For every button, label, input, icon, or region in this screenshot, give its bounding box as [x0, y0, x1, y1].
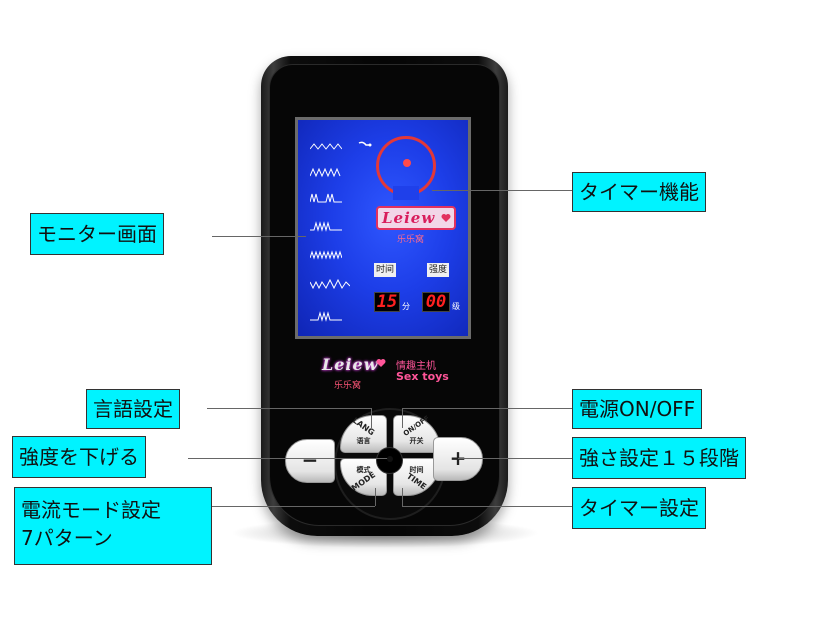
callout-increase: 強さ設定１５段階	[572, 437, 746, 479]
center-marker-dot	[387, 456, 393, 462]
minus-button[interactable]: −	[285, 439, 335, 483]
leader-timer-function	[432, 190, 572, 191]
heart-icon	[441, 214, 451, 222]
strength-display: 00	[422, 292, 450, 312]
brand-heart-icon	[376, 359, 386, 367]
lcd-screen: Leiew 乐乐窝 时间 强度 15 分 00 级	[295, 117, 471, 339]
wave-pattern-5-icon	[310, 250, 342, 260]
wave-pattern-4-icon	[310, 221, 342, 232]
time-button[interactable]: 时间 TIME	[393, 458, 440, 496]
time-unit: 分	[402, 302, 410, 311]
leader-timer-set	[402, 506, 572, 507]
leader-monitor	[212, 236, 306, 237]
wave-pattern-1-icon	[310, 143, 342, 150]
callout-timer-function: タイマー機能	[572, 172, 706, 212]
callout-mode-line2: 7パターン	[21, 526, 113, 550]
leader-language	[207, 408, 371, 409]
onoff-button[interactable]: ON/OFF 开关	[393, 414, 440, 453]
cable-icon	[358, 141, 372, 147]
time-label: 时间	[374, 263, 396, 277]
wave-pattern-3-icon	[310, 193, 342, 203]
wave-pattern-7-icon	[310, 311, 342, 322]
brand-tagline-en: Sex toys	[396, 370, 449, 383]
plus-button[interactable]: +	[433, 437, 483, 481]
screen-logo: Leiew	[376, 206, 456, 230]
callout-timer-set: タイマー設定	[572, 487, 706, 529]
callout-power: 電源ON/OFF	[572, 389, 703, 429]
callout-decrease: 強度を下げる	[12, 436, 146, 478]
brand-logo: Leiew	[322, 355, 386, 377]
brand-tagline-cn: 情趣主机	[396, 361, 436, 372]
wave-pattern-2-icon	[310, 167, 341, 178]
screen-logo-subtitle: 乐乐窝	[397, 235, 425, 245]
callout-language: 言語設定	[86, 389, 180, 429]
brand-subtitle: 乐乐窝	[334, 381, 362, 391]
wave-pattern-6-icon	[310, 278, 350, 290]
strength-label: 强度	[427, 263, 449, 277]
leader-power	[402, 408, 572, 409]
leader-mode	[212, 506, 375, 507]
lang-button[interactable]: LANG 语言	[340, 415, 387, 453]
time-display: 15	[374, 292, 400, 312]
ring-indicator-dot	[403, 159, 411, 167]
callout-monitor: モニター画面	[30, 213, 164, 255]
callout-mode-line1: 電流モード設定	[21, 498, 161, 522]
callout-mode: 電流モード設定 7パターン	[14, 487, 212, 565]
strength-unit: 级	[452, 302, 460, 311]
center-button[interactable]	[376, 447, 403, 474]
leader-decrease	[188, 458, 388, 459]
leader-increase	[458, 458, 572, 459]
